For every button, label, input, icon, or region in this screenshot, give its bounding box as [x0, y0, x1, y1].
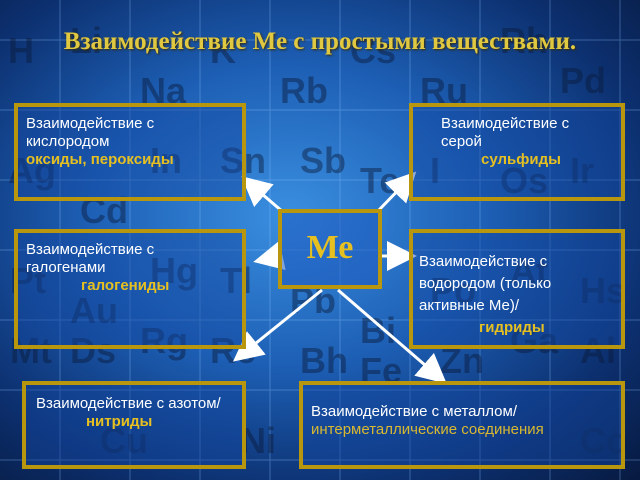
metal-center-box: Ме: [278, 209, 382, 289]
oxygen-text: Взаимодействие с кислородом: [26, 115, 155, 150]
background-element-symbol: Hg: [150, 250, 198, 291]
background-element-symbol: Sb: [300, 140, 347, 181]
oxygen-product: оксиды, пероксиды: [26, 151, 174, 168]
background-element-symbol: Cs: [350, 30, 397, 71]
arrow-to-metal: [337, 288, 447, 384]
background-element-symbol: Po: [430, 270, 477, 311]
sulfur-box: Взаимодействие с серой сульфиды: [409, 103, 625, 201]
oxygen-box: Взаимодействие с кислородом оксиды, перо…: [14, 103, 246, 201]
background-element-symbol: Hs: [580, 270, 627, 311]
background-element-symbol: Al: [580, 330, 616, 371]
background-element-symbol: Li: [70, 20, 102, 61]
arrow-to-nitrogen: [232, 288, 323, 362]
sulfur-text: Взаимодействие с серой: [441, 115, 570, 150]
background-element-symbol: Pd: [560, 60, 607, 101]
background-element-symbol: Rg: [140, 320, 188, 361]
metal-text: Взаимодействие с металлом/: [311, 403, 517, 420]
sulfur-product: сульфиды: [481, 151, 561, 168]
background-element-symbol: Ga: [510, 320, 559, 361]
background-element-symbol: Au: [70, 290, 118, 331]
background-element-symbol: H: [8, 30, 34, 71]
background-element-symbol: Tl: [220, 260, 252, 301]
background-element-symbol: At: [510, 250, 548, 291]
background-element-symbol: Ir: [570, 150, 595, 191]
background-element-symbol: Rb: [280, 70, 328, 111]
background-element-symbol: Cd: [80, 190, 128, 231]
background-element-symbol: Bi: [360, 310, 396, 351]
background-element-symbol: Ni: [240, 420, 276, 461]
nitrogen-box: Взаимодействие с азотом/ нитриды: [22, 381, 246, 469]
nitrogen-text: Взаимодействие с азотом/: [36, 395, 221, 412]
background-element-symbol: Cu: [100, 420, 148, 461]
background-element-symbol: In: [150, 140, 182, 181]
halogens-box: Взаимодействие с галогенами галогениды: [14, 229, 246, 349]
hydrogen-product: гидриды: [479, 319, 545, 336]
background-element-symbol: Ds: [70, 330, 117, 371]
halogens-product: галогениды: [81, 277, 170, 294]
metal-box: Взаимодействие с металлом/ интерметаллич…: [299, 381, 625, 469]
background-element-symbol: Co: [580, 420, 628, 461]
metal-product: интерметаллические соединения: [311, 421, 544, 438]
hydrogen-text: Взаимодействие с водородом (только актив…: [419, 253, 552, 314]
background-element-symbol: K: [210, 30, 236, 71]
arrow-to-halogens: [253, 240, 286, 271]
background-element-symbol: I: [430, 150, 441, 191]
slide-title: Взаимодействие Ме с простыми веществами.: [63, 28, 577, 55]
arrow-to-oxygen: [241, 176, 284, 214]
background-element-symbol: Rh: [500, 20, 548, 61]
nitrogen-product: нитриды: [86, 413, 153, 430]
arrow-to-sulfur: [375, 171, 417, 214]
hydrogen-box: Взаимодействие с водородом (только актив…: [409, 229, 625, 349]
background-element-symbol: Bh: [300, 340, 348, 381]
halogens-text: Взаимодействие с галогенами: [26, 241, 155, 276]
background-element-symbol: Os: [500, 160, 549, 201]
